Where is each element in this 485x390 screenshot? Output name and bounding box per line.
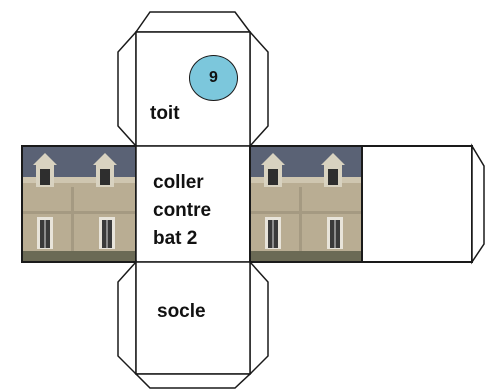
face-blank [361,145,473,263]
label-toit: toit [150,103,180,124]
label-socle: socle [157,301,206,322]
top-left-flap [117,30,137,148]
label-contre: contre [153,200,212,221]
number-badge: 9 [189,55,238,101]
face-center [135,145,251,263]
facade-photo-right [251,147,361,261]
top-glue-flap [134,11,252,33]
face-socle [135,261,251,375]
bottom-glue-flap [134,373,252,389]
label-coller: coller [153,172,204,193]
bottom-right-flap [249,260,269,376]
top-right-flap [249,30,269,148]
right-glue-flap [471,143,485,265]
bottom-left-flap [117,260,137,376]
label-bat2: bat 2 [153,228,198,249]
facade-photo-left [23,147,135,261]
